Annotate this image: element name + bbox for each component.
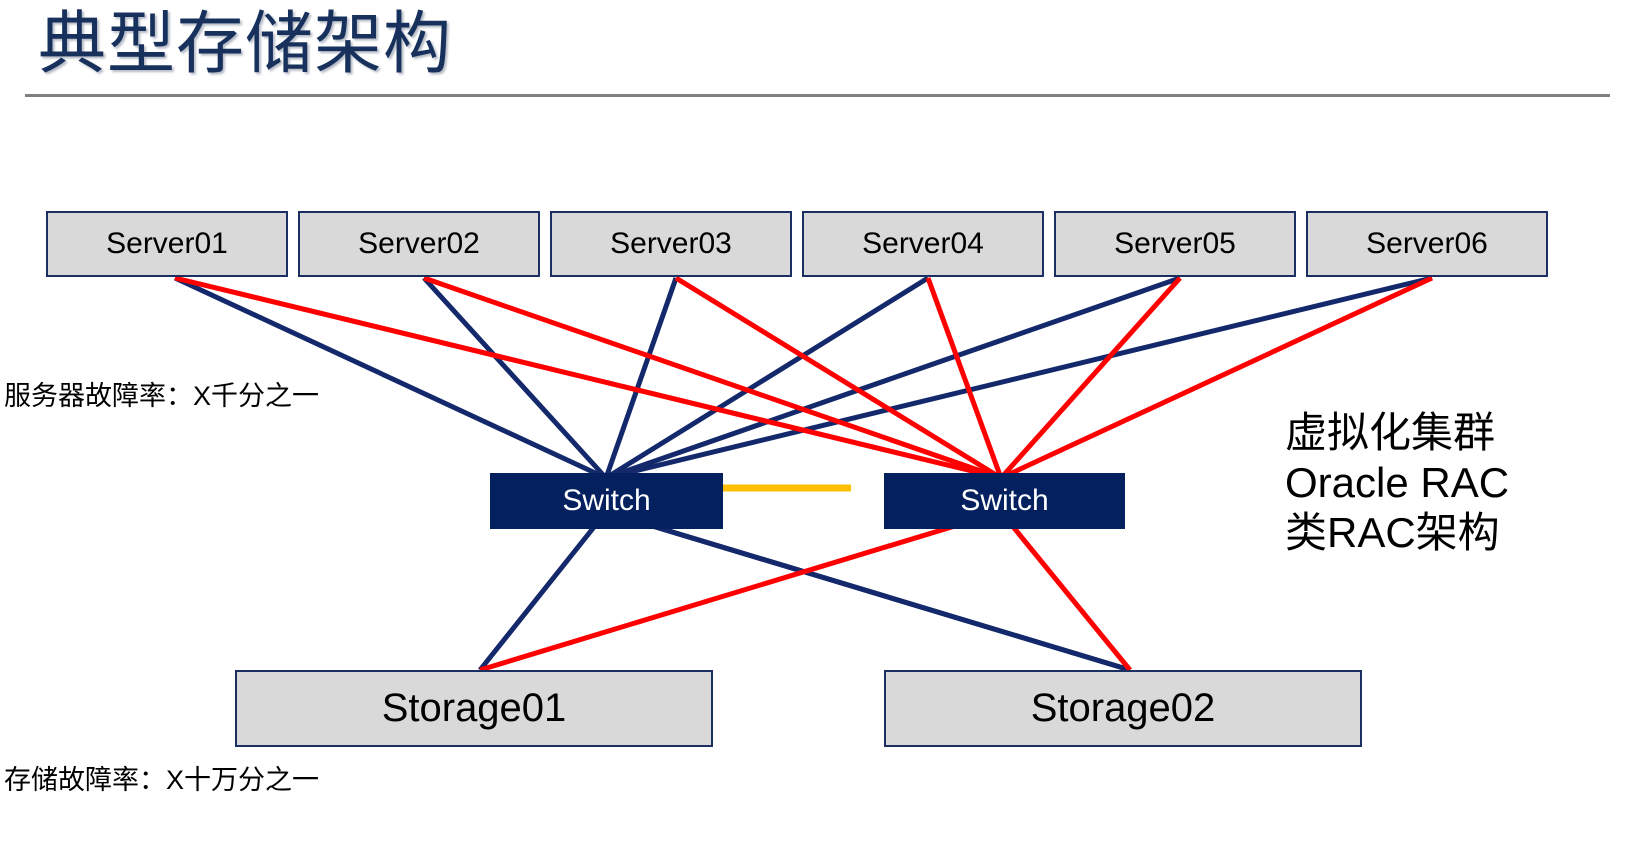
link-server04-switch02 bbox=[925, 277, 1004, 479]
link-switch01-storage01-left bbox=[478, 510, 608, 672]
node-storage02[interactable]: Storage02 bbox=[884, 670, 1362, 747]
link-server06-switch01 bbox=[605, 275, 1433, 481]
server-to-switch02-links bbox=[174, 275, 1434, 481]
link-switch02-storage02 bbox=[999, 510, 1132, 672]
link-server03-switch02 bbox=[674, 275, 1003, 481]
link-server05-switch02 bbox=[999, 276, 1182, 480]
node-server03-label: Server03 bbox=[610, 227, 732, 260]
architecture-note-line3: 类RAC架构 bbox=[1285, 509, 1500, 556]
node-server04-label: Server04 bbox=[862, 227, 984, 260]
node-server02[interactable]: Server02 bbox=[298, 211, 540, 277]
node-server05-label: Server05 bbox=[1114, 227, 1236, 260]
node-server06-label: Server06 bbox=[1366, 227, 1488, 260]
link-switch02-storage01 bbox=[479, 509, 1002, 673]
node-server01-label: Server01 bbox=[106, 227, 228, 260]
node-storage01-label: Storage01 bbox=[381, 686, 567, 730]
node-server05[interactable]: Server05 bbox=[1054, 211, 1296, 277]
link-switch01-storage02 bbox=[605, 509, 1131, 673]
link-server03-switch01 bbox=[603, 277, 679, 479]
link-server06-switch02 bbox=[999, 275, 1434, 481]
annotation-server-failure-rate: 服务器故障率：X千分之一 bbox=[4, 381, 320, 411]
link-server05-switch01 bbox=[605, 275, 1181, 481]
server-to-switch01-links bbox=[173, 275, 1433, 481]
node-server06[interactable]: Server06 bbox=[1306, 211, 1548, 277]
link-server02-switch02 bbox=[423, 275, 1002, 481]
switch-to-storage-links bbox=[478, 509, 1132, 673]
node-server01[interactable]: Server01 bbox=[46, 211, 288, 277]
architecture-note: 虚拟化集群 Oracle RAC 类RAC架构 bbox=[1285, 408, 1509, 558]
node-server03[interactable]: Server03 bbox=[550, 211, 792, 277]
node-switch02-label: Switch bbox=[960, 484, 1049, 517]
architecture-note-line2: Oracle RAC bbox=[1285, 459, 1510, 506]
link-server04-switch01 bbox=[604, 275, 930, 481]
link-server01-switch01 bbox=[173, 275, 608, 481]
node-server02-label: Server02 bbox=[358, 227, 480, 260]
link-server02-switch01 bbox=[422, 276, 608, 480]
link-server01-switch02 bbox=[174, 275, 1002, 481]
node-switch01[interactable]: Switch bbox=[490, 473, 723, 529]
node-server04[interactable]: Server04 bbox=[802, 211, 1044, 277]
architecture-note-line1: 虚拟化集群 bbox=[1285, 409, 1496, 456]
node-storage01[interactable]: Storage01 bbox=[235, 670, 713, 747]
annotation-storage-failure-rate: 存储故障率：X十万分之一 bbox=[4, 765, 320, 795]
node-switch02[interactable]: Switch bbox=[884, 473, 1125, 529]
node-storage02-label: Storage02 bbox=[1030, 686, 1216, 730]
page-title: 典型存储架构 bbox=[38, 6, 453, 82]
node-switch01-label: Switch bbox=[562, 484, 651, 517]
title-divider bbox=[25, 94, 1610, 97]
